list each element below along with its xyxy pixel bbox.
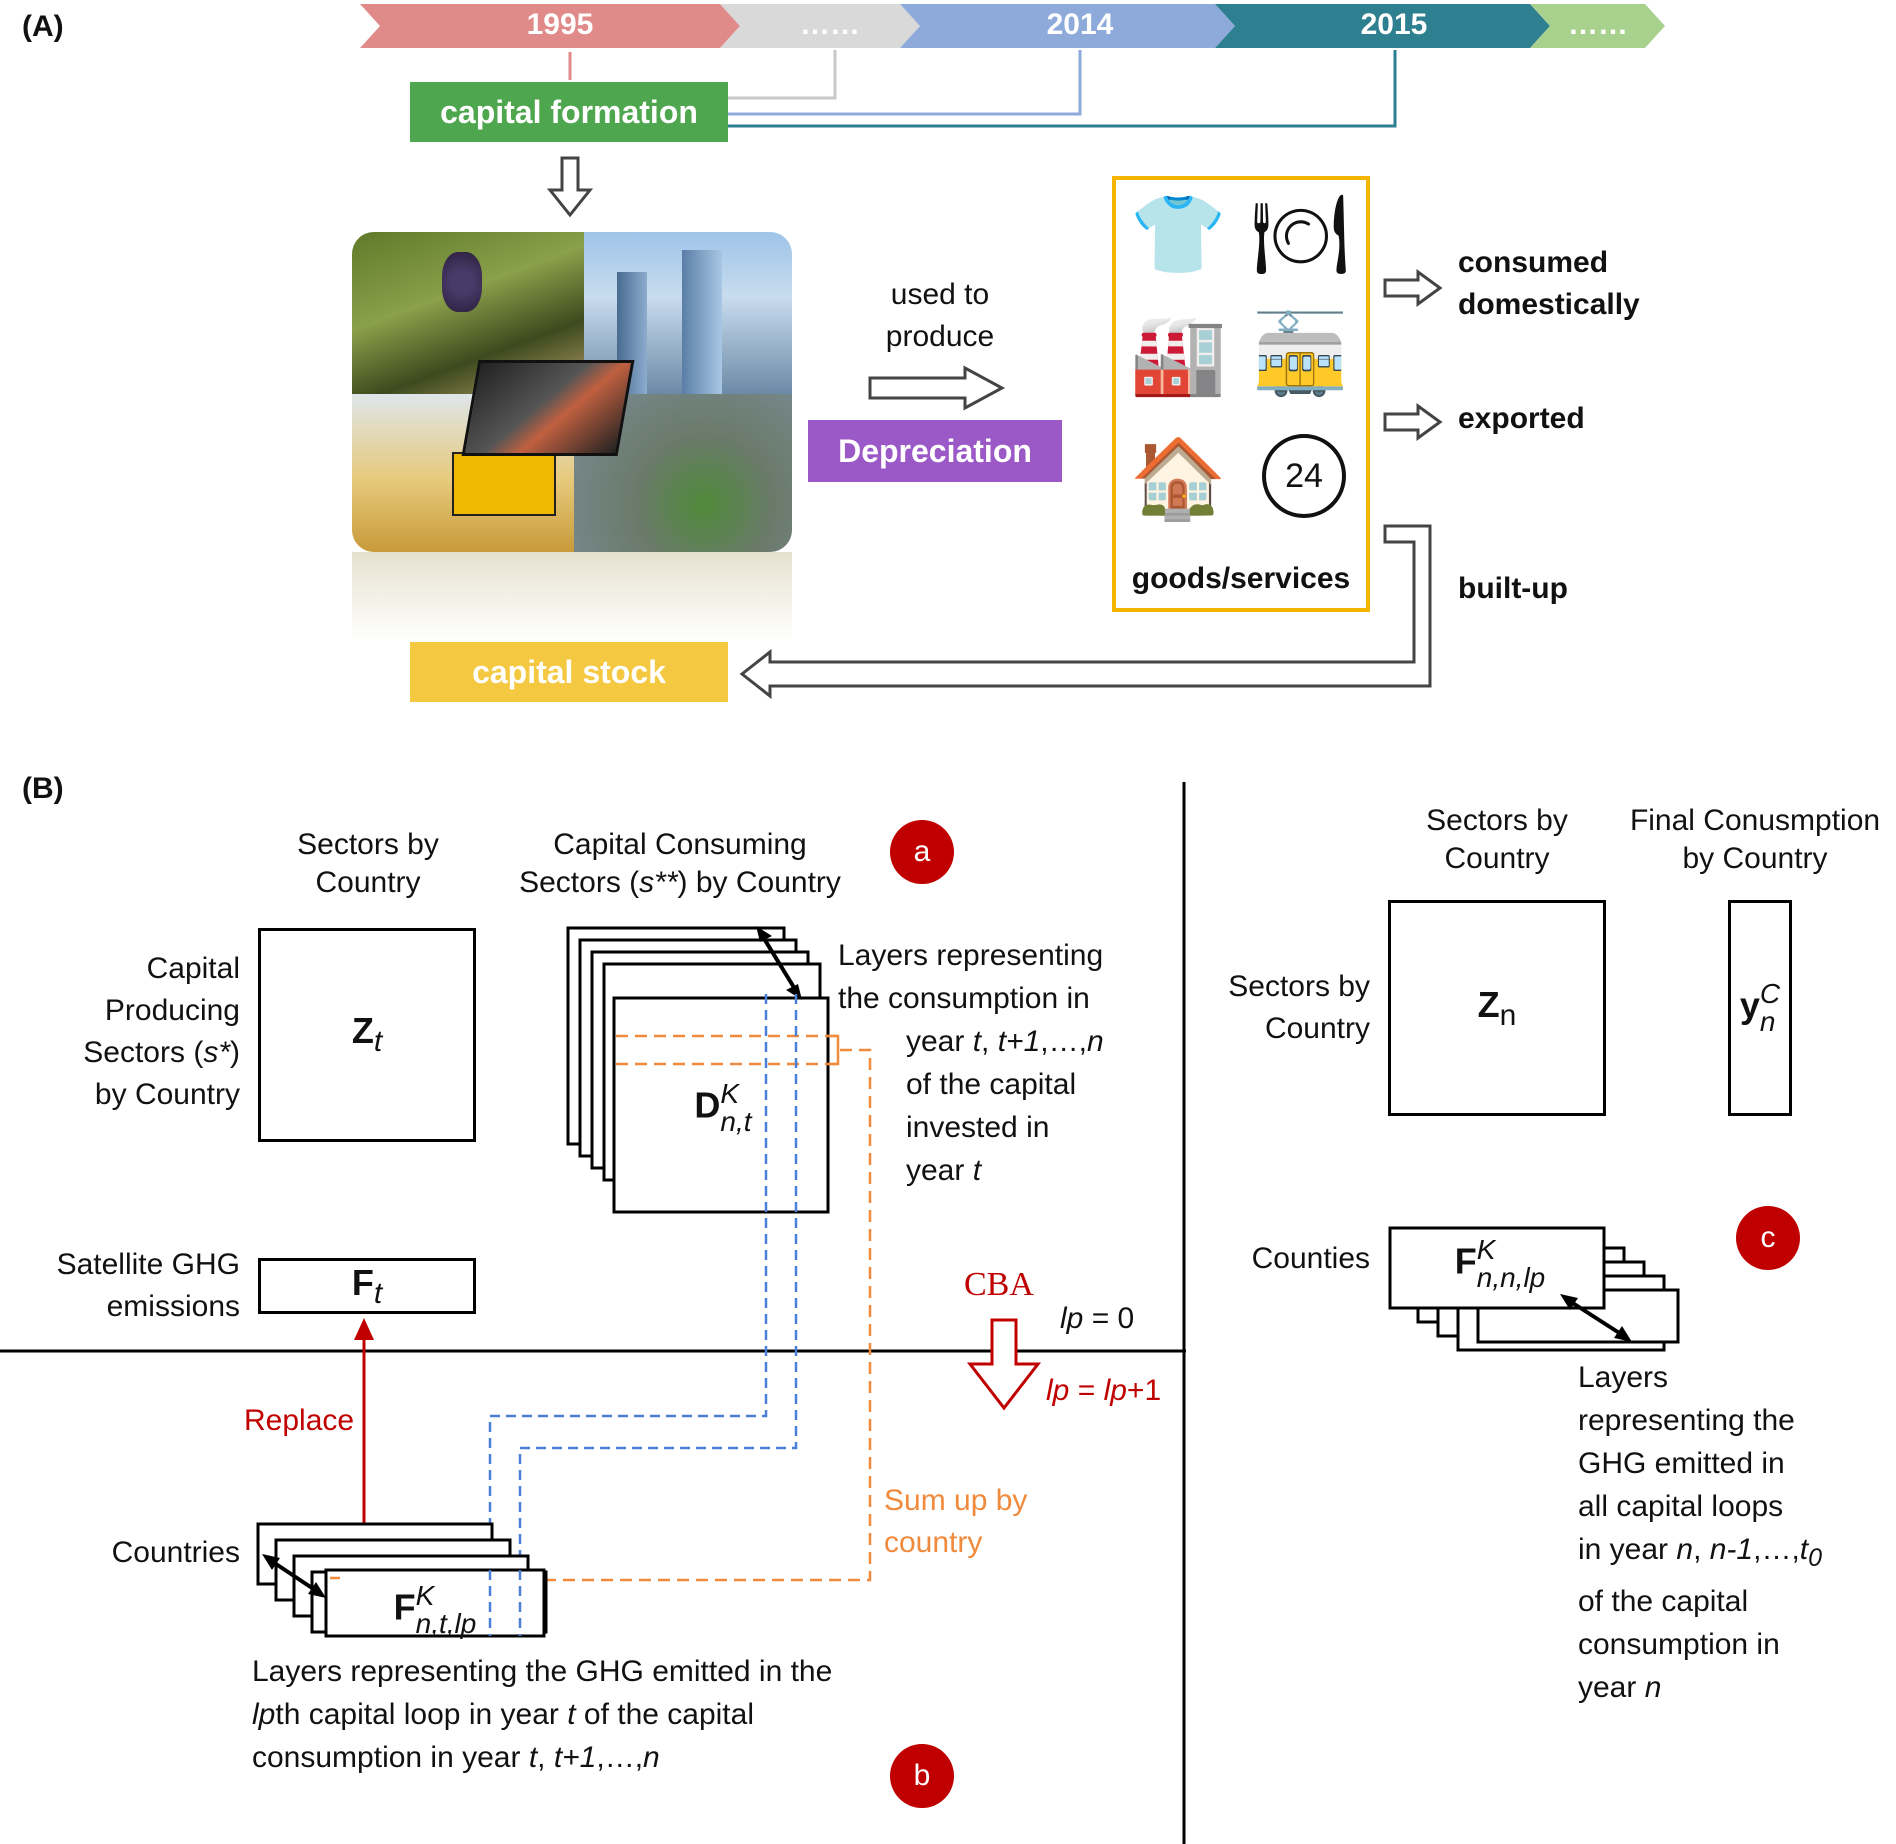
lp-zero-label: lp = 0 xyxy=(1060,1302,1135,1335)
badge-c: c xyxy=(1736,1206,1800,1270)
domestically-label: domestically xyxy=(1458,288,1640,321)
photo-reflection xyxy=(352,552,792,642)
right-arrow-produce xyxy=(868,365,1006,411)
timeline-label-dots-2: …… xyxy=(1568,8,1628,41)
excavator-body xyxy=(452,452,556,516)
c-sectors-by-country-top: Sectors by Country xyxy=(1426,804,1568,875)
replace-label: Replace xyxy=(244,1404,355,1437)
consumed-label: consumed xyxy=(1458,246,1609,279)
matrix-f-t-label: Ft xyxy=(351,1262,383,1311)
badge-b: b xyxy=(890,1744,954,1808)
down-arrow xyxy=(546,156,594,218)
counties-label: Counties xyxy=(1251,1242,1370,1275)
sectors-by-country-label: Sectors by Country xyxy=(297,828,439,899)
layers-c-text: Layers representing the GHG emitted in a… xyxy=(1578,1361,1823,1704)
lp-increment-label: lp = lp+1 xyxy=(1046,1374,1162,1407)
timeline-arrow-1995 xyxy=(360,4,740,48)
right-arrow-consumed xyxy=(1383,269,1443,307)
dinner-plate-icon: 🍽 xyxy=(1250,190,1350,278)
timeline-arrow-dots-1 xyxy=(720,4,920,48)
phone-24-icon: 24 xyxy=(1262,434,1346,518)
goods-services-label: goods/services xyxy=(1131,562,1351,595)
grape-cluster-icon xyxy=(442,252,482,312)
timeline-arrow-dots-2 xyxy=(1530,4,1665,48)
timeline-label-2015: 2015 xyxy=(1360,8,1428,41)
satellite-ghg-label: Satellite GHG emissions xyxy=(56,1248,240,1323)
return-arrow-built-up xyxy=(739,524,1432,700)
c-sectors-by-country-left: Sectors by Country xyxy=(1228,970,1370,1045)
panel-a-label: (A) xyxy=(22,10,64,43)
produce-label: produce xyxy=(885,320,995,353)
matrix-z-t-label: Zt xyxy=(351,1010,383,1059)
matrix-f-t xyxy=(258,1258,476,1314)
matrix-z-n xyxy=(1388,900,1606,1116)
capital-producing-label: Capital Producing Sectors (s*) by Countr… xyxy=(83,952,240,1111)
goods-services-box xyxy=(1112,176,1370,612)
timeline-arrow-2015 xyxy=(1215,4,1550,48)
panel-b-label: (B) xyxy=(22,772,64,805)
tram-icon: 🚋 xyxy=(1251,310,1349,398)
cba-label: CBA xyxy=(964,1266,1034,1303)
layers-consumption-text: Layers representing the consumption in y… xyxy=(838,939,1104,1187)
countries-label: Countries xyxy=(111,1536,240,1569)
right-arrow-exported xyxy=(1383,403,1443,441)
capital-stock-photo xyxy=(352,232,792,552)
laptop-photo xyxy=(461,360,635,456)
timeline-label-1995: 1995 xyxy=(526,8,594,41)
shirt-icon: 👕 xyxy=(1129,190,1227,278)
layers-ghg-text: Layers representing the GHG emitted in t… xyxy=(252,1655,833,1774)
phone-24-label: 24 xyxy=(1285,456,1323,495)
badge-a: a xyxy=(890,820,954,884)
used-to-label: used to xyxy=(890,278,990,311)
house-family-icon: 🏠 xyxy=(1129,434,1227,522)
cba-arrow xyxy=(966,1318,1042,1411)
timeline-label-dots-1: …… xyxy=(800,8,860,41)
final-consumption-label: Final Conusmption by Country xyxy=(1629,804,1881,875)
built-up-label: built-up xyxy=(1458,572,1568,605)
sum-up-label: Sum up by country xyxy=(884,1484,1028,1559)
timeline-arrow-2014 xyxy=(900,4,1235,48)
capital-consuming-label: Capital Consuming Sectors (s**) by Count… xyxy=(519,828,841,899)
matrix-z-n-label: Zn xyxy=(1477,984,1517,1033)
factory-worker-icon: 🏭 xyxy=(1129,310,1227,398)
timeline-label-2014: 2014 xyxy=(1046,8,1114,41)
depreciation-box: Depreciation xyxy=(808,420,1062,482)
exported-label: exported xyxy=(1458,402,1585,435)
matrix-y-c xyxy=(1728,900,1792,1116)
matrix-z-t xyxy=(258,928,476,1142)
capital-stock-box: capital stock xyxy=(410,642,728,702)
skyscraper-shape xyxy=(682,250,722,394)
capital-formation-box: capital formation xyxy=(410,82,728,142)
